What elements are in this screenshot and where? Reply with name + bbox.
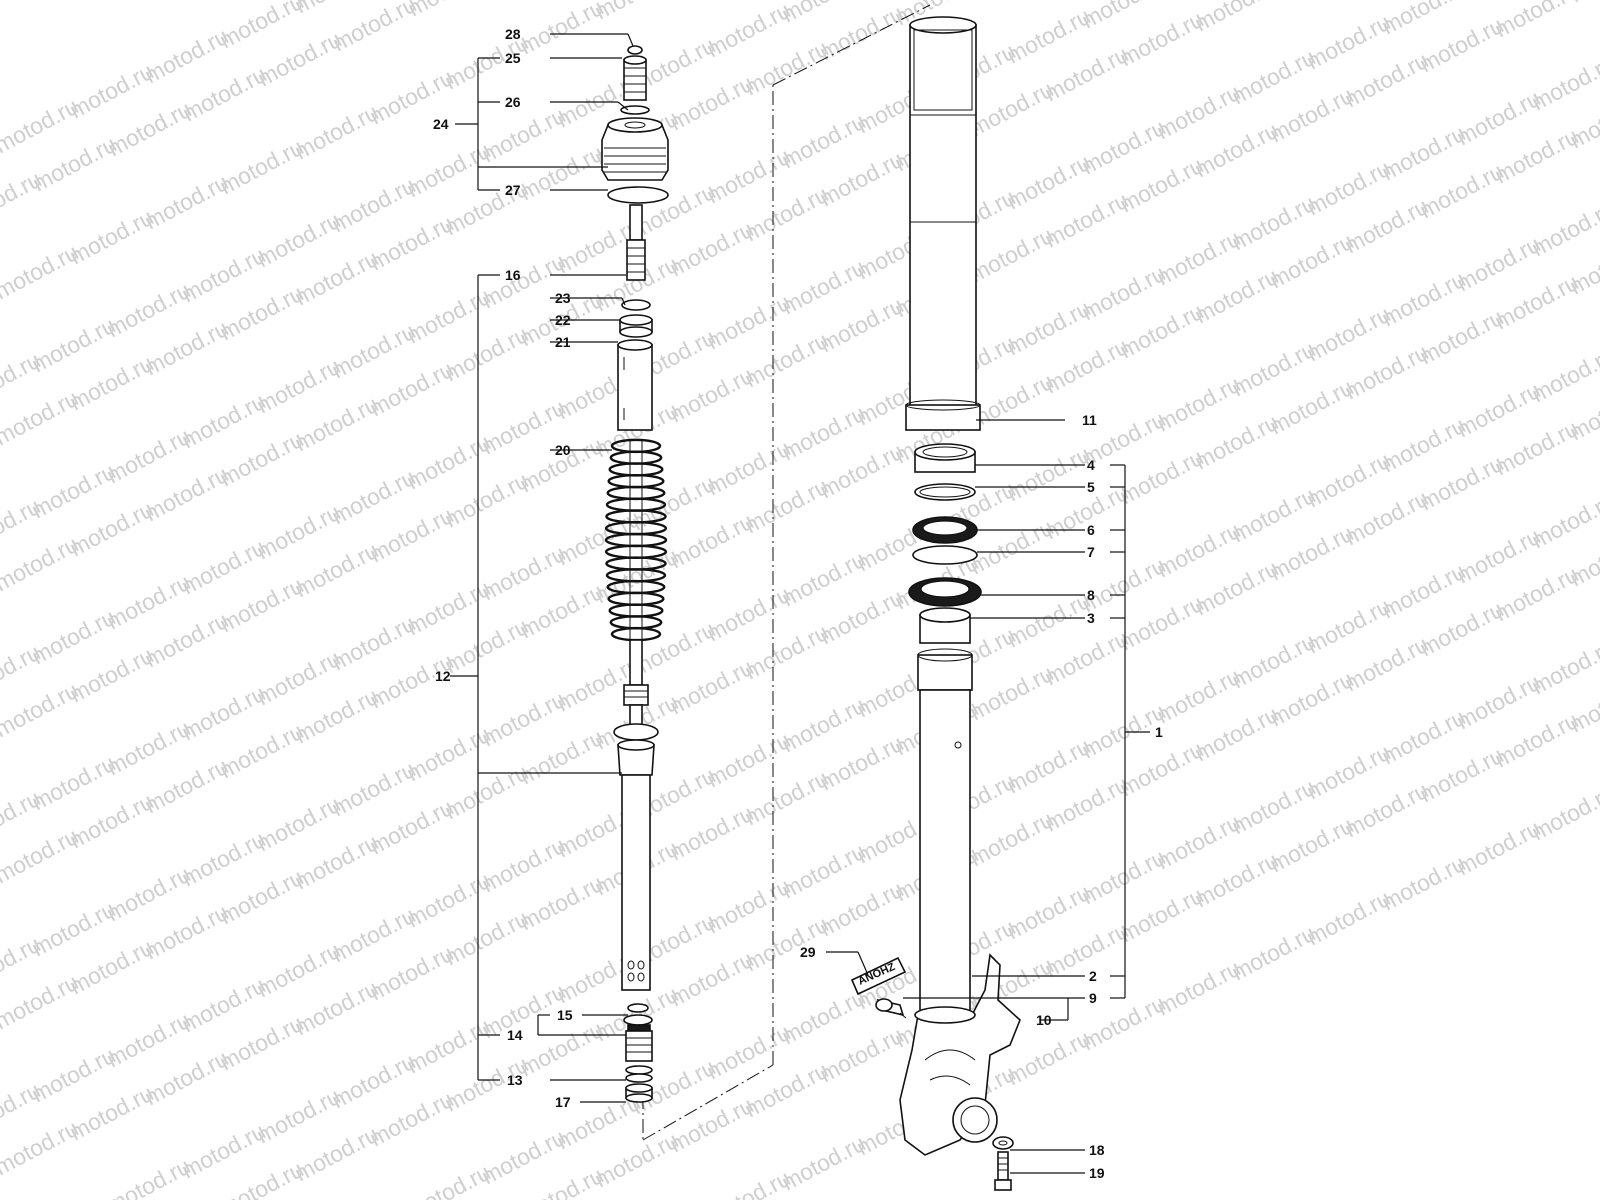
callout-labels: 28 25 26 24 27 16 23 22 21 20 12 15 14 1… <box>433 26 1163 1181</box>
part-9-bleed-screw <box>875 998 907 1019</box>
part-15-oring <box>627 1003 649 1013</box>
callout-16: 16 <box>505 267 521 283</box>
callout-29: 29 <box>800 944 816 960</box>
watermark-text: motod.ru <box>1527 342 1600 408</box>
watermark-text: motod.ru <box>1527 488 1600 554</box>
spring-coil <box>606 485 666 501</box>
part-15-washer <box>623 1014 653 1026</box>
spring-coil <box>609 615 663 630</box>
part-16-piston-rod <box>626 204 646 281</box>
part-19-bolt <box>994 1151 1012 1191</box>
part-25-adjuster-screw <box>623 55 647 101</box>
part-7-circlip <box>912 545 978 565</box>
part-26-oring <box>620 105 650 115</box>
part-10-axle-foot <box>899 953 1021 1156</box>
watermark-text: motod.ru <box>1190 0 1282 36</box>
callout-6: 6 <box>1087 522 1095 538</box>
part-5-washer <box>914 483 976 501</box>
watermark-text: motod.ru <box>1527 50 1600 116</box>
part-14-valve <box>625 1024 653 1062</box>
spring-coil <box>610 626 662 642</box>
part-3-slide-bushing <box>919 607 971 644</box>
callout-5: 5 <box>1087 479 1095 495</box>
callout-21: 21 <box>555 334 571 350</box>
spring-coil <box>607 473 665 489</box>
part-20-spring <box>604 438 668 642</box>
callout-24: 24 <box>433 116 449 132</box>
callout-9: 9 <box>1089 990 1097 1006</box>
callout-27: 27 <box>505 182 521 198</box>
part-2-inner-tube <box>917 648 973 1021</box>
spring-coil <box>608 462 664 477</box>
part-28-oring <box>627 45 643 55</box>
watermark-text: motod.ru <box>403 0 495 21</box>
callout-19: 19 <box>1089 1165 1105 1181</box>
part-21-spring-guide <box>617 339 653 431</box>
leader-lines <box>450 33 1150 1174</box>
callout-3: 3 <box>1087 610 1095 626</box>
spring-coil <box>608 603 664 618</box>
callout-2: 2 <box>1089 968 1097 984</box>
watermark-text: motod.ru <box>1490 0 1582 42</box>
callout-13: 13 <box>507 1072 523 1088</box>
callout-15: 15 <box>557 1007 573 1023</box>
callout-10: 10 <box>1036 1012 1052 1028</box>
part-27-circlip <box>607 186 669 204</box>
callout-12: 12 <box>435 668 451 684</box>
watermark-text: motod.ru <box>1527 780 1600 846</box>
callout-17: 17 <box>555 1094 571 1110</box>
damper-cartridge-group <box>601 45 669 1103</box>
callout-20: 20 <box>555 442 571 458</box>
watermark-text: motod.ru <box>1527 196 1600 262</box>
part-8-dust-seal <box>908 577 982 607</box>
callout-26: 26 <box>505 94 521 110</box>
watermark-text: motod.ru <box>1265 0 1357 1</box>
callout-7: 7 <box>1087 544 1095 560</box>
callout-23: 23 <box>555 290 571 306</box>
callout-22: 22 <box>555 312 571 328</box>
watermark-text: motod.ru <box>1565 0 1600 7</box>
watermark-text: motod.ru <box>1527 634 1600 700</box>
part-18-washer <box>992 1136 1014 1150</box>
callout-28: 28 <box>505 26 521 42</box>
part-4-bushing <box>914 443 976 473</box>
part-24-top-cap <box>601 117 669 181</box>
callout-11: 11 <box>1082 412 1097 428</box>
part-13-small-spring <box>625 1065 653 1083</box>
callout-1: 1 <box>1155 724 1163 740</box>
spring-coil <box>609 450 663 465</box>
part-17-cup <box>625 1083 653 1103</box>
part-23-oring <box>621 299 651 311</box>
assembly-axis-line <box>642 4 931 1141</box>
callout-8: 8 <box>1087 587 1095 603</box>
callout-4: 4 <box>1087 457 1095 473</box>
callout-14: 14 <box>507 1027 523 1043</box>
part-12-damper-rod <box>613 639 659 991</box>
callout-18: 18 <box>1089 1142 1105 1158</box>
watermark-text: motod.ru <box>215 0 307 53</box>
watermark-text: motod.ru <box>328 0 420 56</box>
part-6-oil-seal <box>912 516 978 544</box>
part-11-outer-tube <box>905 16 981 431</box>
part-22-bushing <box>619 314 653 338</box>
watermark-text: motod.ru <box>590 0 682 24</box>
callout-25: 25 <box>505 50 521 66</box>
spring-inner-rod <box>629 439 643 641</box>
